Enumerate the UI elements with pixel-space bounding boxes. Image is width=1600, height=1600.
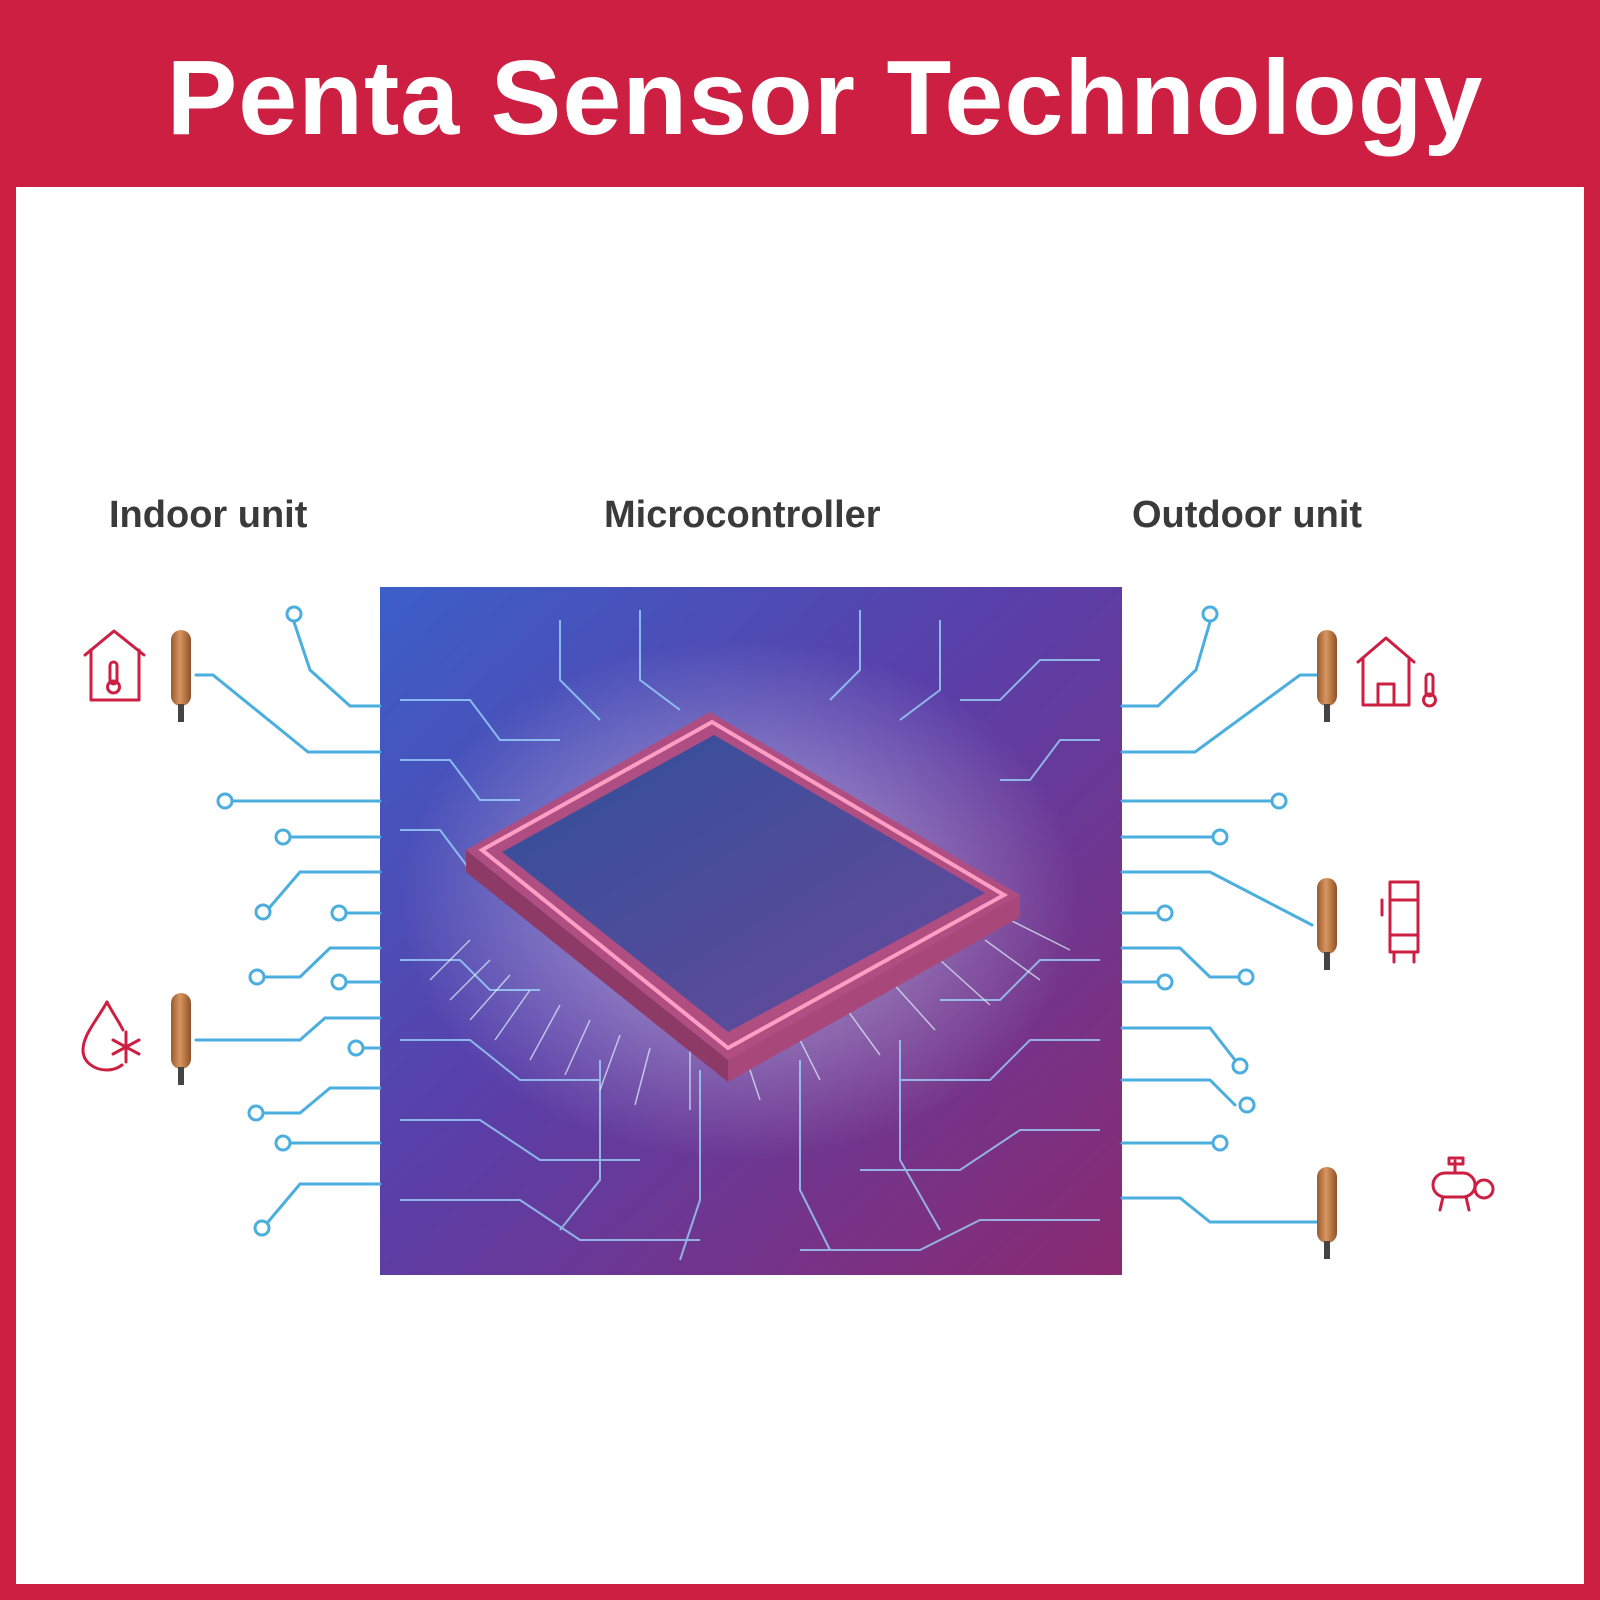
board-traces [400, 610, 1100, 1261]
indoor-sensor-1 [171, 630, 191, 722]
chip-side-right [728, 895, 1020, 1082]
compressor-icon [1431, 1156, 1495, 1212]
title-banner [0, 0, 1600, 187]
chip-edge-glow [478, 719, 1009, 1051]
outdoor-sensor-1 [1317, 630, 1337, 722]
microcontroller-label: Microcontroller [604, 494, 881, 536]
water-drop-snowflake-icon [81, 1000, 141, 1072]
outdoor-trace-terminals [1156, 605, 1288, 1152]
house-thermometer-icon [83, 629, 146, 702]
outdoor-sensor-3 [1317, 1167, 1337, 1259]
indoor-unit-label: Indoor unit [109, 494, 308, 536]
indoor-trace-terminals [216, 605, 365, 1237]
chip-side-left [466, 850, 728, 1082]
outdoor-sensor-2 [1317, 878, 1337, 970]
page-title: Penta Sensor Technology [166, 39, 1484, 157]
microcontroller-image [380, 587, 1122, 1275]
indoor-sensor-2 [171, 993, 191, 1085]
heat-exchanger-coil-icon [1380, 880, 1420, 964]
outdoor-unit-label: Outdoor unit [1132, 494, 1363, 536]
house-thermometer-icon [1356, 636, 1437, 708]
outdoor-traces [1120, 620, 1320, 1224]
chip-top-surface [502, 735, 985, 1032]
indoor-traces [194, 620, 382, 1224]
